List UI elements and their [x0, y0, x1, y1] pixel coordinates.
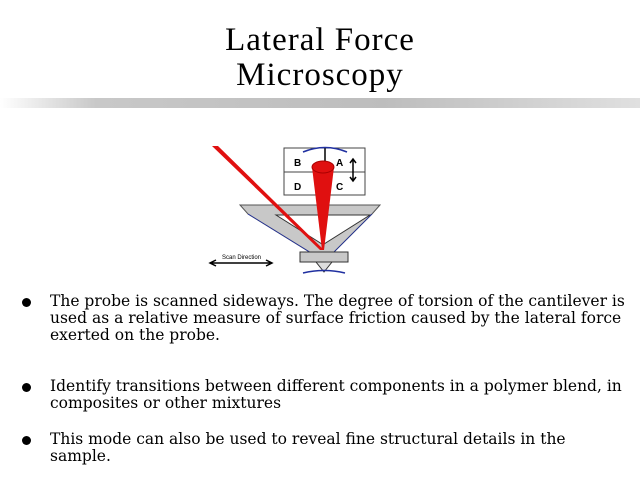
bullet-text: This mode can also be used to reveal fin… [50, 430, 566, 465]
bullet-icon [22, 383, 31, 392]
bullet-text: Identify transitions between different c… [50, 377, 622, 412]
bullet-icon [22, 298, 31, 307]
bullet-icon [22, 436, 31, 445]
vertical-arrow-icon [349, 157, 357, 183]
quadrant-a: A [336, 158, 343, 169]
title-line-2: Microscopy [236, 57, 404, 93]
quadrant-c: C [336, 182, 343, 193]
bullet-text: The probe is scanned sideways. The degre… [50, 292, 625, 344]
quadrant-b: B [294, 158, 301, 169]
laser-beam [212, 146, 335, 250]
title-line-1: Lateral Force [225, 22, 415, 58]
title-divider [0, 98, 640, 108]
scan-direction-arrow-icon [208, 259, 274, 267]
rotation-arrow-icon [302, 146, 348, 153]
quadrant-d: D [294, 182, 301, 193]
scan-direction-label: Scan Direction [222, 255, 261, 261]
